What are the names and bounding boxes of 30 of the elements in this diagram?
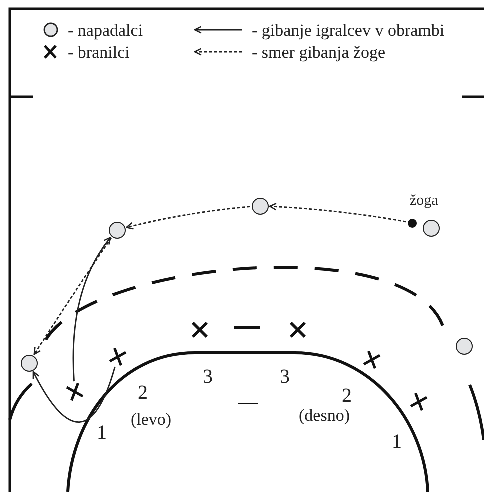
attacker-circle xyxy=(252,198,268,214)
zone-number: 3 xyxy=(280,367,290,387)
defender-cross-icon xyxy=(109,348,127,366)
legend-text: - napadalci xyxy=(68,22,144,39)
legend-text: - gibanje igralcev v obrambi xyxy=(252,22,445,39)
attacker-circle xyxy=(456,338,472,354)
ball-label: žoga xyxy=(410,194,438,209)
zone-number: 3 xyxy=(203,367,213,387)
attacker-circle xyxy=(20,354,38,372)
attacker-circle xyxy=(108,222,126,238)
zone-number: 1 xyxy=(97,423,107,443)
zone-number: 1 xyxy=(392,432,402,452)
legend-text: - branilci xyxy=(68,44,130,61)
defender-cross-icon xyxy=(410,393,428,411)
zone-label: (levo) xyxy=(131,411,172,428)
attacker-circle xyxy=(422,220,440,236)
legend-text: - smer gibanja žoge xyxy=(252,44,386,61)
curved-arrow xyxy=(72,237,112,382)
curved-arrow xyxy=(32,366,116,423)
zone-number: 2 xyxy=(342,386,352,406)
zone-label: (desno) xyxy=(299,407,350,424)
ball-dot xyxy=(408,218,416,228)
dotted-arrow xyxy=(269,203,406,223)
dotted-arrow xyxy=(34,238,112,356)
defender-cross-icon xyxy=(191,321,209,339)
dotted-arrow xyxy=(126,206,250,230)
defender-cross-icon xyxy=(289,321,307,339)
defender-cross-icon xyxy=(363,351,381,369)
zone-number: 2 xyxy=(138,383,148,403)
defender-cross-icon xyxy=(66,383,84,401)
